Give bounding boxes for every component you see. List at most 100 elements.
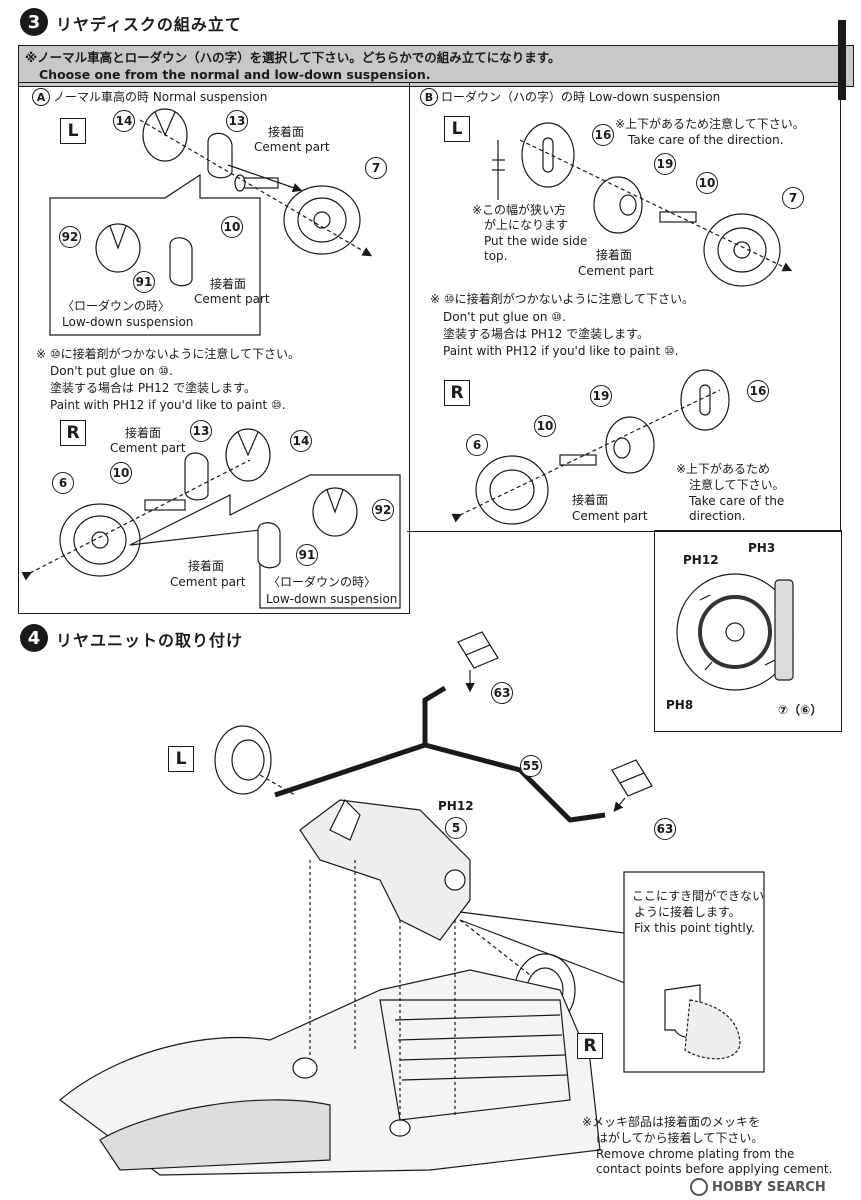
part-number-10-br: 10: [534, 415, 556, 437]
part-number-91-r: 91: [296, 544, 318, 566]
panel-a-cement91-en: Cement part: [194, 292, 270, 306]
part-number-10: 10: [221, 216, 243, 238]
muffler: [99, 1099, 331, 1171]
step-4-chrome-jp1: ※メッキ部品は接着面のメッキを: [582, 1115, 761, 1129]
paint-label-ph3: PH3: [748, 541, 776, 555]
part-number-14: 14: [113, 110, 135, 132]
part-number-63-b: 63: [654, 818, 676, 840]
part-number-92-r: 92: [372, 499, 394, 521]
panel-lowdown-suspension: [407, 82, 841, 532]
panel-b-wide-jp2: が上になります: [484, 218, 569, 232]
part-number-6: 6: [52, 472, 74, 494]
step-4-paint-ph12: PH12: [438, 799, 474, 813]
part-number-14-r: 14: [290, 430, 312, 452]
step-4-side-r: R: [577, 1033, 603, 1059]
part-number-19-r: 19: [590, 385, 612, 407]
panel-a-r-cement-en: Cement part: [110, 441, 186, 455]
page-edge-tab: [838, 20, 846, 100]
panel-normal-suspension: [18, 82, 410, 614]
brake-disc-diagram: [676, 573, 794, 691]
panel-b-note-3: 塗装する場合は PH12 で塗装します。: [443, 327, 649, 341]
part-13: [207, 132, 233, 179]
panel-a-note-1: ※ ⑩に接着剤がつかないように注意して下さい。: [36, 347, 301, 361]
panel-b-r-cement-jp: 接着面: [572, 493, 609, 507]
step-4-assembly: [59, 631, 765, 1176]
banner-jp: ※ノーマル車高とローダウン（ハの字）を選択して下さい。どちらかでの組み立てになり…: [25, 50, 561, 65]
step-4-chrome-jp2: はがしてから接着して下さい。: [596, 1131, 764, 1145]
panel-b-side-r: R: [444, 380, 470, 406]
part-number-5: 5: [445, 817, 467, 839]
brake-caliper: [774, 579, 794, 681]
panel-a-r-lowdown-jp: 〈ローダウンの時〉: [268, 575, 377, 589]
part-number-13-r: 13: [190, 420, 212, 442]
panel-a-r-lowdown-en: Low-down suspension: [266, 592, 398, 606]
panel-b-cement-en: Cement part: [578, 264, 654, 278]
step-4-chrome-en1: Remove chrome plating from the: [596, 1147, 795, 1161]
panel-b-direction-jp: ※上下があるため注意して下さい。: [615, 117, 805, 131]
part-number-7-b: 7: [782, 187, 804, 209]
panel-b-r-cement-en: Cement part: [572, 509, 648, 523]
panel-a-lowdown-jp: 〈ローダウンの時〉: [62, 299, 171, 313]
panel-a-r-cement-jp: 接着面: [125, 426, 162, 440]
disc-part-ref: ⑦（⑥）: [778, 703, 823, 717]
panel-b-letter: B: [420, 88, 438, 106]
panel-a-title-row: A ノーマル車高の時 Normal suspension: [32, 88, 267, 106]
step-4-number: 4: [20, 624, 48, 652]
part-number-92: 92: [59, 226, 81, 248]
panel-b-direction-en: Take care of the direction.: [628, 133, 784, 147]
part-number-16-r: 16: [747, 380, 769, 402]
panel-a-l-parts: [49, 108, 373, 336]
panel-a-note-3: 塗装する場合は PH12 で塗装します。: [50, 381, 256, 395]
part-number-55: 55: [520, 755, 542, 777]
part-number-16: 16: [592, 124, 614, 146]
panel-a-cement91-jp: 接着面: [210, 277, 247, 291]
panel-a-side-l: L: [60, 118, 86, 144]
part-5-subframe: [299, 799, 471, 941]
part-91: [169, 237, 193, 287]
panel-b-wide-en1: Put the wide side: [484, 234, 588, 248]
step-3-title: リヤディスクの組み立て: [56, 15, 242, 34]
part-number-7: 7: [365, 157, 387, 179]
part-number-10-r: 10: [110, 462, 132, 484]
panel-b-note-2: Don't put glue on ⑩.: [443, 310, 566, 324]
panel-a-note-2: Don't put glue on ⑩.: [50, 364, 173, 378]
part-19: [593, 176, 643, 234]
panel-b-side-l: L: [444, 116, 470, 142]
panel-a-lowdown-en: Low-down suspension: [62, 315, 194, 329]
part-number-19: 19: [654, 153, 676, 175]
panel-b-dir2-jp1: ※上下があるため: [676, 462, 771, 476]
suspension-choice-banner: ※ノーマル車高とローダウン（ハの字）を選択して下さい。どちらかでの組み立てになり…: [18, 45, 854, 87]
watermark-text: HOBBY SEARCH: [712, 1179, 826, 1195]
panel-b-l-parts: [492, 122, 793, 287]
panel-b-note-1: ※ ⑩に接着剤がつかないように注意して下さい。: [430, 292, 695, 306]
part-number-10-b: 10: [696, 172, 718, 194]
step-3-number: 3: [20, 8, 48, 36]
step-4-tight-jp1: ここにすき間ができない: [632, 889, 765, 903]
panel-a-cement-en: Cement part: [254, 140, 330, 154]
panel-a-r-cement91-jp: 接着面: [188, 559, 225, 573]
banner-en: Choose one from the normal and low-down …: [39, 67, 431, 82]
panel-a-r-cement91-en: Cement part: [170, 575, 246, 589]
paint-label-ph12: PH12: [683, 553, 719, 567]
panel-a-title: ノーマル車高の時 Normal suspension: [53, 89, 268, 104]
panel-b-dir2-en2: direction.: [689, 509, 746, 523]
part-number-91: 91: [133, 271, 155, 293]
step-4-side-l: L: [168, 746, 194, 772]
part-number-6-b: 6: [466, 434, 488, 456]
step-4-chrome-en2: contact points before applying cement.: [596, 1162, 833, 1176]
panel-b-dir2-jp2: 注意して下さい。: [689, 478, 785, 492]
paint-label-ph8: PH8: [666, 698, 694, 712]
panel-a-r-parts: [21, 428, 401, 609]
step-4-tight-jp2: ように接着します。: [634, 905, 741, 919]
panel-b-r-parts: [451, 369, 730, 525]
part-13-r: [184, 452, 209, 501]
part-number-63-a: 63: [491, 682, 513, 704]
mount-post: [292, 1057, 318, 1079]
hobby-search-watermark: HOBBY SEARCH: [690, 1178, 826, 1196]
panel-a-cement-jp: 接着面: [268, 125, 305, 139]
panel-b-wide-en2: top.: [484, 249, 508, 263]
step-4-title: リヤユニットの取り付け: [56, 631, 244, 650]
panel-b-title-row: B ローダウン（ハの字）の時 Low-down suspension: [420, 88, 720, 106]
panel-b-wide-jp1: ※この幅が狭い方: [472, 203, 567, 217]
